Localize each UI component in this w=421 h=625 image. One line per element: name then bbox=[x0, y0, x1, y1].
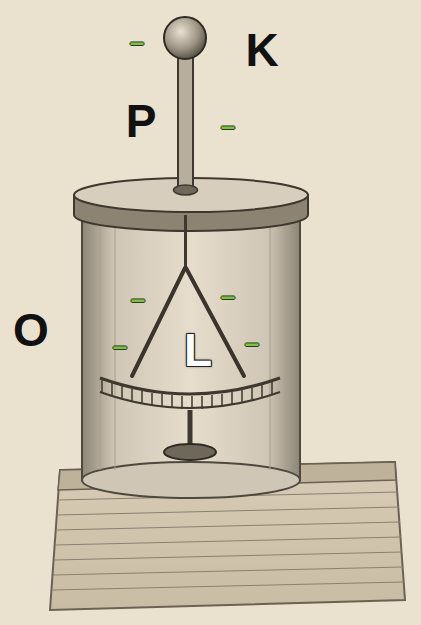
gold-leaves bbox=[132, 268, 244, 376]
charge-sign: – bbox=[245, 330, 259, 356]
charge-sign: – bbox=[130, 29, 144, 55]
charge-sign: – bbox=[221, 113, 235, 139]
charge-sign: – bbox=[113, 333, 127, 359]
metal-ball bbox=[164, 17, 206, 59]
part-letter: L bbox=[184, 327, 212, 373]
wooden-base bbox=[50, 462, 405, 610]
jar-lid bbox=[74, 178, 308, 231]
charge-sign: – bbox=[131, 286, 145, 312]
part-letter: O bbox=[13, 307, 49, 353]
charge-sign: – bbox=[221, 283, 235, 309]
part-letter: P bbox=[126, 98, 157, 144]
metal-rod bbox=[174, 55, 198, 268]
scale-stand bbox=[164, 410, 216, 460]
part-letter: K bbox=[245, 27, 278, 73]
angle-scale bbox=[100, 378, 280, 409]
glass-jar bbox=[82, 205, 300, 498]
